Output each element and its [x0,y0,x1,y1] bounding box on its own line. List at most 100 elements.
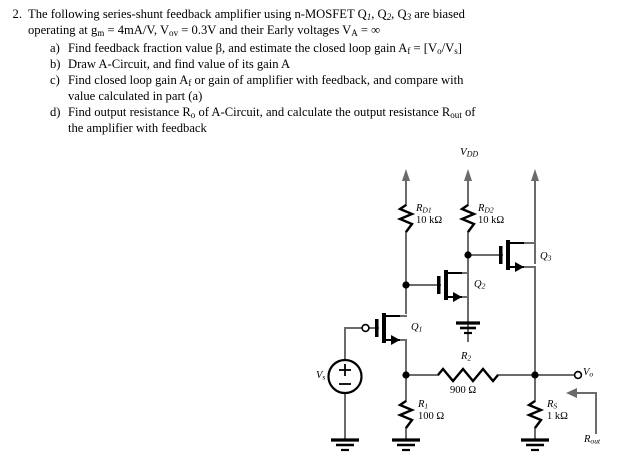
resistor-rs-symbol [525,400,545,429]
vdd-label: VDD [460,146,479,159]
item-c-label: c) [50,73,60,87]
item-a-part-b: = [V [410,41,438,55]
r2-value-label: 900 Ω [450,385,477,396]
resistor-rd2-symbol [458,204,478,233]
q2-channel-bar [444,270,448,300]
stem2-va-sub: A [351,27,358,38]
question-number: 2. [12,7,22,21]
item-d-text: Find output resistance Ro of A-Circuit, … [68,104,476,123]
stem1-q1-sub: 1 [366,11,372,22]
junction-output-rs [531,371,539,379]
junction-dots [402,251,539,379]
item-c-text: Find closed loop gain Af or gain of ampl… [68,72,463,91]
item-a-label: a) [50,41,60,55]
stem2-part-b: = 4mA/V, V [104,23,170,37]
transistor-q3-symbol [499,240,524,272]
output-terminal-circle [573,370,583,380]
q1-label: Q1 [411,322,423,334]
ground-vs [331,438,359,452]
vo-label: Vo [583,367,594,379]
item-c-part-b: or gain of amplifier with feedback, and … [191,73,464,87]
stem2-gm-sub: m [97,27,105,38]
vs-label: Vs [316,370,326,382]
question-item-c: c) Find closed loop gain Af or gain of a… [50,72,463,91]
item-a-part-c: /V [441,41,455,55]
item-c-continuation: value calculated in part (a) [68,89,203,103]
question-stem-line-1: 2. The following series-shunt feedback a… [0,6,639,25]
vs-circle [327,358,363,395]
item-d-rout-sub: out [450,109,462,120]
ground-symbols [331,321,549,452]
stem1-part-c: , Q [391,7,407,21]
junction-rd1-q2gate [402,281,410,289]
item-c-af-sub: f [188,77,192,88]
item-a-text: Find feedback fraction value β, and esti… [68,40,462,59]
item-b-text: Draw A-Circuit, and find value of its ga… [68,57,291,71]
circuit-schematic-svg [327,169,597,452]
vdd-arrowhead-right [531,169,539,181]
r2-name-label: R2 [461,351,472,363]
q1-source-arrowhead [391,335,400,345]
stem1-q3-sub: 3 [406,11,412,22]
vdd-arrowhead-left [402,169,410,181]
rs-value-label: 1 kΩ [547,411,568,422]
q2-source-arrowhead [453,292,462,302]
stem1-part-d: are biased [411,7,465,21]
stem1-part-a: The following series-shunt feedback ampl… [28,7,367,21]
rd2-name-label: RD2 [478,203,494,215]
resistor-r2-symbol [437,367,499,383]
rout-label: Rout [584,434,601,446]
transistor-q2-symbol [437,270,462,302]
item-d-part-a: Find output resistance R [68,105,191,119]
stem2-vov-sub: ov [169,27,179,38]
stem2-part-d: = ∞ [357,23,381,37]
voltage-source-vs-symbol [327,358,363,395]
question-item-d: d) Find output resistance Ro of A-Circui… [50,104,476,123]
question-item-a: a) Find feedback fraction value β, and e… [50,40,462,59]
resistor-rd1-symbol [396,204,416,233]
item-a-vo-sub: o [437,45,442,56]
ground-rs [521,438,549,452]
item-b-label: b) [50,57,61,71]
vdd-arrowhead-middle [464,169,472,181]
item-c-part-a: Find closed loop gain A [68,73,189,87]
rout-arrowhead [566,388,577,398]
q3-channel-bar [506,240,510,270]
junction-rd2-q3gate [464,251,472,259]
item-d-part-c: of [461,105,476,119]
q1-gate-plate [375,319,379,337]
r1-name-label: R1 [418,399,429,411]
transistor-q1-symbol [361,313,400,345]
q2-gate-plate [437,276,441,294]
rd2-value-label: 10 kΩ [478,215,505,226]
ground-q2-source [456,321,480,335]
q3-label: Q3 [540,251,552,263]
rd1-name-label: RD1 [416,203,432,215]
item-a-part-a: Find feedback fraction value β, and esti… [68,41,408,55]
stem1-part-b: , Q [371,7,387,21]
q1-channel-bar [382,313,386,343]
q1-gate-terminal-circle [361,323,370,333]
item-d-continuation: the amplifier with feedback [68,121,207,135]
stem2-part-a: operating at g [28,23,98,37]
question-stem-line-1-text: The following series-shunt feedback ampl… [28,6,465,25]
vdd-arrowheads [402,169,539,181]
item-d-label: d) [50,105,61,119]
q3-gate-plate [499,246,503,264]
stem1-q2-sub: 2 [386,11,392,22]
rd1-value-label: 10 kΩ [416,215,443,226]
r1-value-label: 100 Ω [418,411,445,422]
q3-source-arrowhead [515,262,524,272]
item-a-part-d: ] [457,41,462,55]
stem2-part-c: = 0.3V and their Early voltages V [178,23,352,37]
rs-name-label: RS [547,399,558,411]
junction-q1source-r1-r2 [402,371,410,379]
circuit-diagram: VDD RD1 10 kΩ RD2 10 kΩ Q3 Q2 Q1 Vs R2 9… [290,145,639,454]
question-stem-line-2: operating at gm = 4mA/V, Vov = 0.3V and … [28,22,380,41]
q2-label: Q2 [474,279,486,291]
ground-r1 [392,438,420,452]
question-item-b: b) Draw A-Circuit, and find value of its… [50,56,290,72]
resistor-r1-symbol [396,400,416,429]
item-a-vs-sub: s [454,45,458,56]
item-a-af-sub: f [407,45,411,56]
